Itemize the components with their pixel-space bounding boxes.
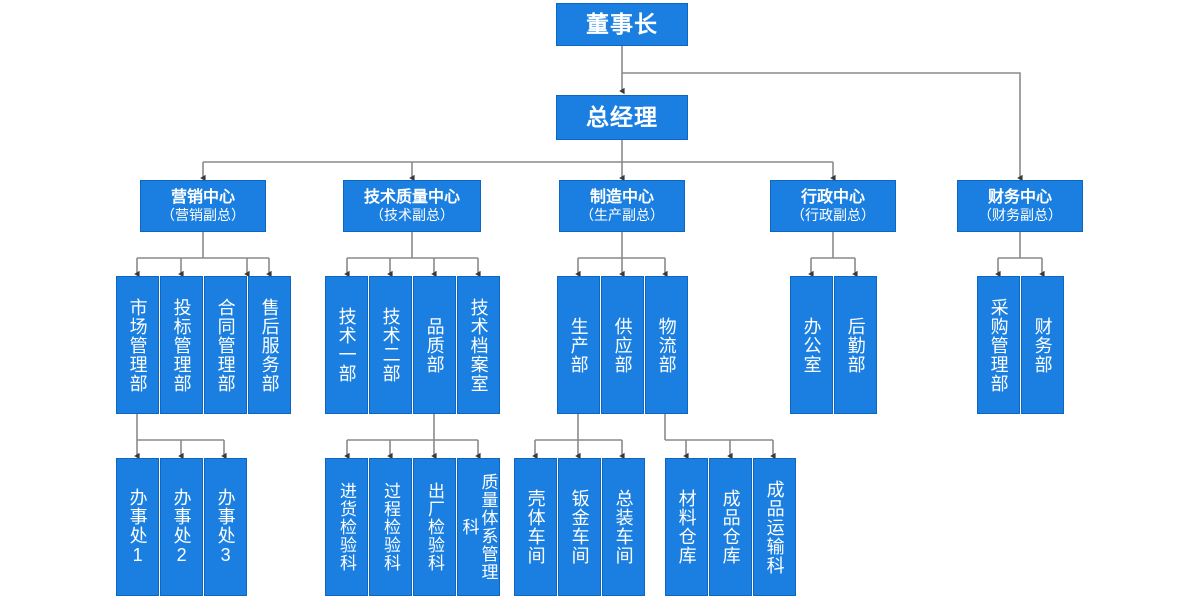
node-label: 总经理 [586,103,658,130]
node-unit-shell-workshop[interactable]: 壳体车间 [514,458,557,596]
node-dept-technical-archives[interactable]: 技术档案室 [457,276,500,414]
node-unit-outgoing-inspection[interactable]: 出厂检验科 [413,458,456,596]
center-subtitle: （技术副总） [370,206,454,223]
node-dept-general-affairs[interactable]: 后勤部 [834,276,877,414]
node-label: 财务部 [1032,316,1053,374]
node-unit-material-warehouse[interactable]: 材料仓库 [665,458,708,596]
node-label: 办事处3 [215,488,236,566]
node-center-finance[interactable]: 财务中心 （财务副总） [957,180,1083,232]
node-unit-assembly-workshop[interactable]: 总装车间 [602,458,645,596]
node-label: 壳体车间 [525,489,546,565]
node-center-technical[interactable]: 技术质量中心 （技术副总） [343,180,481,232]
node-unit-finished-goods-warehouse[interactable]: 成品仓库 [709,458,752,596]
node-unit-quality-system-management[interactable]: 质量体系管理科 [457,458,500,596]
node-label: 技术档案室 [468,297,489,393]
node-label: 采购管理部 [988,297,1009,393]
node-label: 成品仓库 [720,489,741,565]
center-subtitle: （财务副总） [978,206,1062,223]
center-title: 技术质量中心 [363,188,460,206]
node-dept-after-sales-service[interactable]: 售后服务部 [248,276,291,414]
node-label: 合同管理部 [215,297,236,393]
node-label: 钣金车间 [569,489,590,565]
node-dept-logistics[interactable]: 物流部 [645,276,688,414]
center-subtitle: （行政副总） [791,206,875,223]
node-chairman[interactable]: 董事长 [556,3,688,46]
node-label: 董事长 [586,10,658,37]
node-dept-contract-management[interactable]: 合同管理部 [204,276,247,414]
node-dept-finance[interactable]: 财务部 [1021,276,1064,414]
node-unit-office-1[interactable]: 办事处1 [116,458,159,596]
node-label: 出厂检验科 [425,482,445,572]
node-center-manufacturing[interactable]: 制造中心 （生产副总） [559,180,685,232]
node-label: 售后服务部 [259,297,280,393]
center-title: 财务中心 [987,188,1052,206]
node-label: 办事处1 [127,488,148,566]
center-title: 行政中心 [800,188,865,206]
center-title: 营销中心 [170,188,235,206]
node-dept-production[interactable]: 生产部 [557,276,600,414]
node-unit-incoming-inspection[interactable]: 进货检验科 [325,458,368,596]
node-label: 成品运输科 [764,479,785,575]
node-dept-bidding-management[interactable]: 投标管理部 [160,276,203,414]
center-subtitle: （生产副总） [580,206,664,223]
node-unit-office-2[interactable]: 办事处2 [160,458,203,596]
node-dept-purchasing-management[interactable]: 采购管理部 [977,276,1020,414]
node-label: 技术一部 [336,307,357,383]
node-label: 投标管理部 [171,297,192,393]
center-subtitle: （营销副总） [161,206,245,223]
node-label: 物流部 [656,316,677,374]
node-unit-process-inspection[interactable]: 过程检验科 [369,458,412,596]
node-dept-market-management[interactable]: 市场管理部 [116,276,159,414]
node-label: 进货检验科 [337,482,357,572]
node-center-administration[interactable]: 行政中心 （行政副总） [770,180,896,232]
node-dept-technical-2[interactable]: 技术二部 [369,276,412,414]
node-center-marketing[interactable]: 营销中心 （营销副总） [140,180,266,232]
node-unit-sheet-metal-workshop[interactable]: 钣金车间 [558,458,601,596]
node-dept-technical-1[interactable]: 技术一部 [325,276,368,414]
node-label: 过程检验科 [381,482,401,572]
node-label: 技术二部 [380,307,401,383]
node-label: 品质部 [424,316,445,374]
node-dept-supply[interactable]: 供应部 [601,276,644,414]
center-title: 制造中心 [589,188,654,206]
node-unit-finished-goods-transport[interactable]: 成品运输科 [753,458,796,596]
node-label: 质量体系管理科 [459,473,498,581]
node-label: 后勤部 [845,316,866,374]
node-label: 供应部 [612,316,633,374]
node-general-manager[interactable]: 总经理 [556,95,688,140]
node-label: 市场管理部 [127,297,148,393]
node-label: 生产部 [568,316,589,374]
node-label: 办事处2 [171,488,192,566]
node-dept-quality[interactable]: 品质部 [413,276,456,414]
node-label: 办公室 [801,316,822,374]
node-unit-office-3[interactable]: 办事处3 [204,458,247,596]
node-label: 材料仓库 [676,489,697,565]
node-label: 总装车间 [613,489,634,565]
node-dept-office[interactable]: 办公室 [790,276,833,414]
